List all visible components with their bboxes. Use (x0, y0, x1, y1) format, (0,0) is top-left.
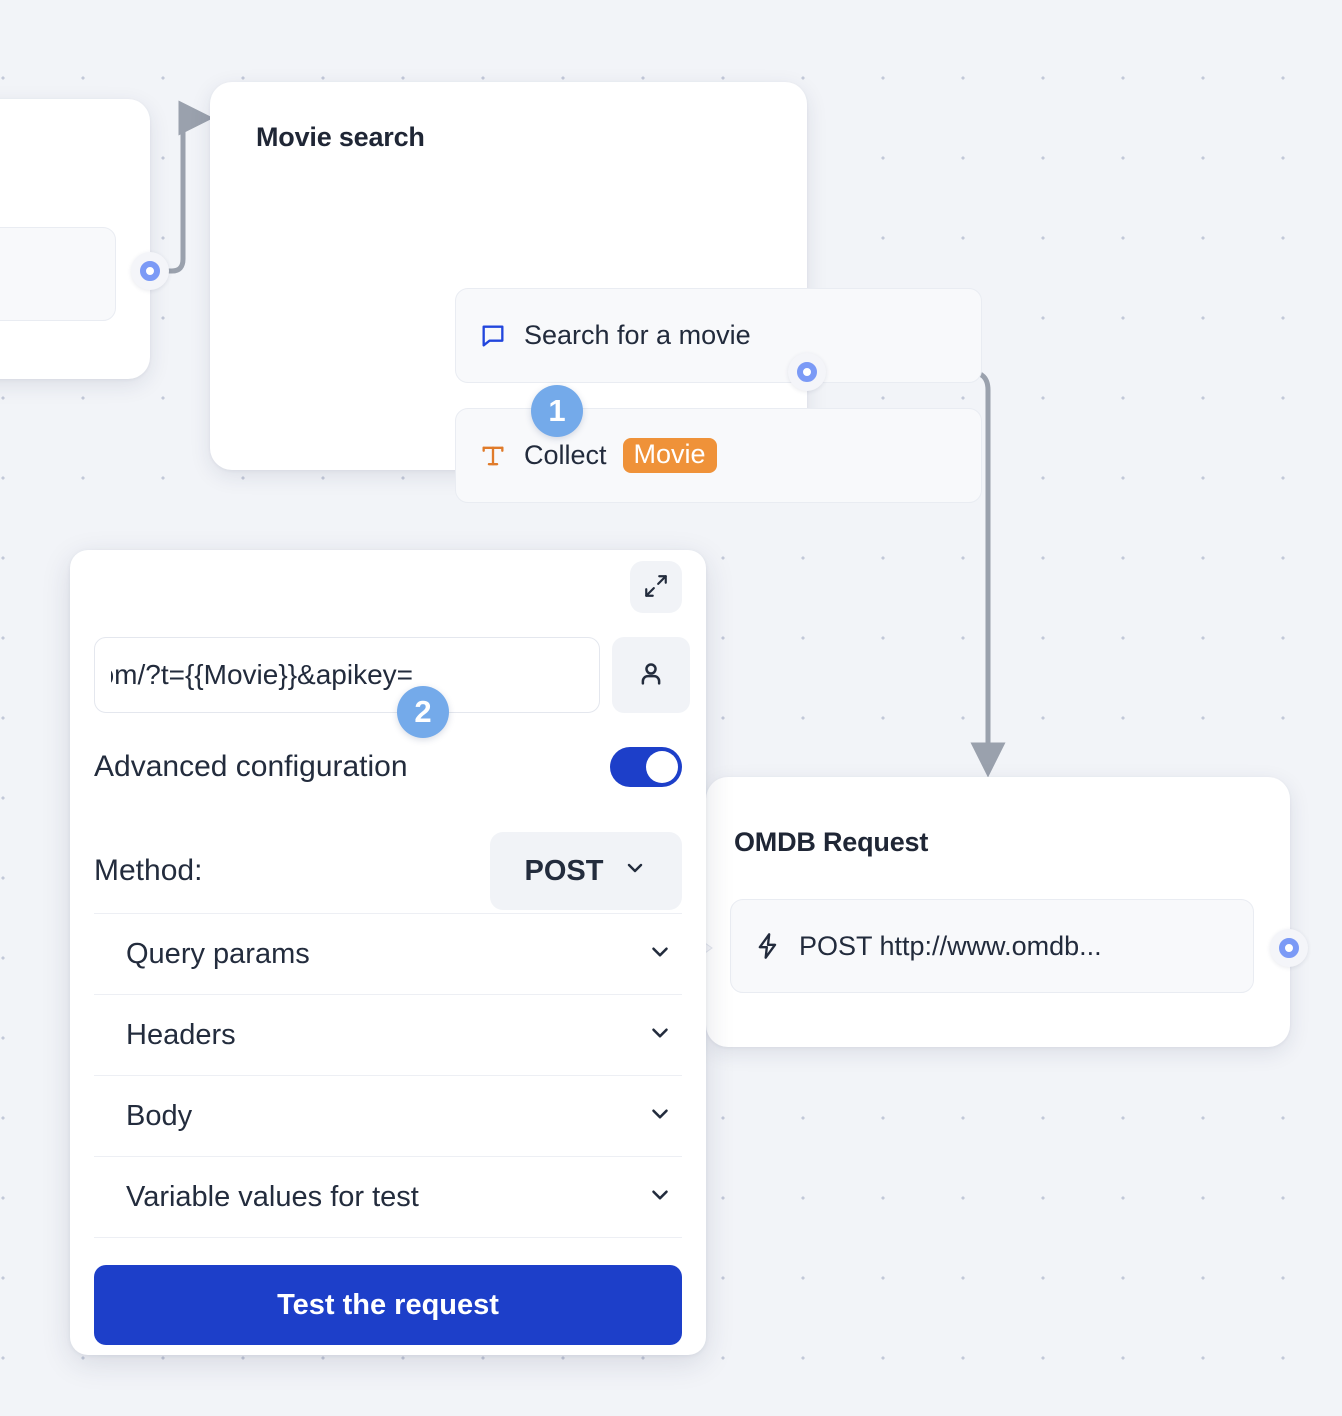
method-value: POST (524, 854, 604, 887)
edge-left-to-movie (166, 100, 214, 274)
chevron-down-icon (623, 855, 647, 888)
connector-handle-left-node[interactable] (131, 252, 169, 290)
url-row (94, 637, 690, 713)
request-config-panel[interactable]: Advanced configuration Method: POST Quer… (70, 550, 706, 1355)
accordion-label: Headers (126, 1018, 236, 1051)
accordion-headers[interactable]: Headers (94, 994, 682, 1075)
node-card-omdb-request[interactable]: OMDB Request POST http://www.omdb... (694, 777, 1290, 1047)
step-badge-1: 1 (531, 385, 583, 437)
accordion-variable-values-for-test[interactable]: Variable values for test (94, 1156, 682, 1237)
connector-handle-movie-search[interactable] (788, 353, 826, 391)
expand-panel-button[interactable] (630, 561, 682, 613)
user-icon (636, 659, 666, 692)
test-the-request-button[interactable]: Test the request (94, 1265, 682, 1345)
chevron-down-icon (647, 1020, 673, 1051)
accordion-query-params[interactable]: Query params (94, 913, 682, 994)
accordion-body[interactable]: Body (94, 1075, 682, 1156)
node-row-label: Search for a movie (524, 320, 751, 350)
request-url-input[interactable] (94, 637, 600, 713)
accordion-label: Body (126, 1099, 193, 1132)
chevron-down-icon (647, 1182, 673, 1213)
accordion-list: Query params Headers Body (94, 913, 682, 1238)
node-card-movie-search[interactable]: Movie search Search for a movie Collect (210, 82, 982, 503)
node-card-partial-left[interactable] (0, 99, 150, 379)
expand-diagonal-icon (643, 573, 669, 602)
advanced-configuration-toggle[interactable] (610, 747, 682, 787)
accordion-label: Query params (126, 937, 310, 970)
node-row-post-request[interactable]: POST http://www.omdb... (730, 899, 1254, 993)
accordion-list-bottom-divider (94, 1237, 682, 1238)
node-row-placeholder[interactable] (0, 227, 116, 321)
lightning-bolt-icon (753, 931, 783, 961)
node-title-movie-search: Movie search (256, 122, 425, 152)
chevron-down-icon (647, 1101, 673, 1132)
chevron-down-icon (647, 939, 673, 970)
step-badge-2: 2 (397, 686, 449, 738)
node-row-label: Collect (524, 440, 607, 470)
message-bubble-icon (478, 321, 508, 351)
advanced-configuration-row: Advanced configuration (94, 747, 682, 787)
auth-user-button[interactable] (612, 637, 690, 713)
accordion-label: Variable values for test (126, 1180, 419, 1213)
variable-chip-movie[interactable]: Movie (622, 438, 717, 473)
node-row-label: POST http://www.omdb... (799, 930, 1102, 961)
node-row-search-for-a-movie[interactable]: Search for a movie (455, 288, 982, 383)
text-format-icon (478, 441, 508, 471)
method-row: Method: POST (94, 832, 682, 910)
method-label: Method: (94, 854, 203, 887)
method-dropdown[interactable]: POST (490, 832, 682, 910)
node-title-omdb-request: OMDB Request (734, 827, 929, 857)
advanced-configuration-label: Advanced configuration (94, 750, 408, 783)
connector-handle-omdb-request[interactable] (1270, 929, 1308, 967)
